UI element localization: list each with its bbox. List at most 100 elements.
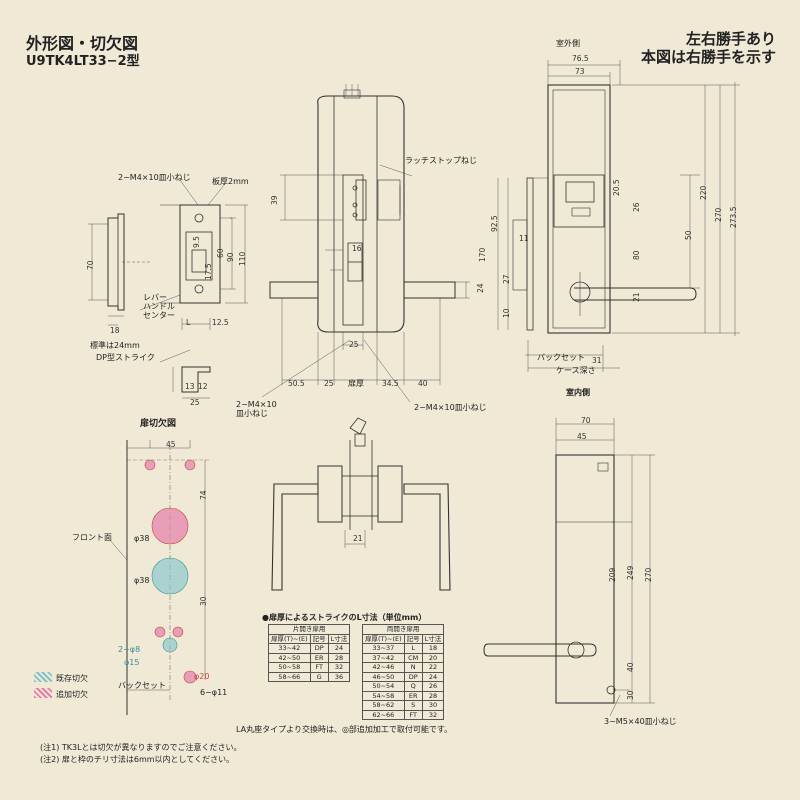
phi15-label: φ15 [124, 658, 140, 667]
table-cell: 24 [327, 643, 351, 654]
dim-110: 110 [238, 251, 247, 266]
dim-13: 13 [185, 382, 195, 391]
model-number: U9TK4LT33−2型 [26, 54, 140, 69]
dim-21: 21 [632, 292, 641, 302]
strike-front-view [120, 179, 248, 311]
dim-74: 74 [199, 490, 208, 500]
dim-25-mid: 25 [324, 379, 334, 388]
handedness-note: 左右勝手あり 本図は右勝手を示す [641, 30, 776, 66]
indoor-front-view [483, 418, 655, 717]
phi38b-label: φ38 [134, 576, 150, 585]
note-2: (注2) 扉と枠のチリ寸法は6mm以内としてください。 [40, 755, 235, 764]
table-cell: 28 [327, 652, 351, 663]
screw-bottom-left-label: 2−M4×10 皿小ねじ [236, 400, 277, 418]
door-cutout-title: 扉切欠図 [140, 419, 177, 429]
table-cell: 62~66 [362, 709, 405, 720]
dim-73: 73 [575, 67, 585, 76]
table-cell: 32 [327, 662, 351, 673]
legend-existing-swatch [34, 672, 52, 682]
outdoor-side-label: 室外側 [556, 39, 580, 48]
phi11-label: 6−φ11 [200, 688, 228, 697]
strike-table-title: ●扉厚によるストライクのL寸法（単位mm） [262, 613, 427, 622]
table-cell: 26 [421, 681, 445, 692]
dim-270-outdoor: 270 [714, 207, 723, 222]
dim-209: 209 [608, 567, 617, 582]
standard-label: 標準は24mm [90, 341, 140, 350]
table-cell: 54~58 [362, 690, 405, 701]
dp-strike-label: DP型ストライク [96, 353, 155, 362]
dim-170: 170 [478, 247, 487, 262]
dim-90: 90 [226, 252, 235, 262]
single-header-code: 記号 [309, 633, 329, 644]
handedness-line2: 本図は右勝手を示す [640, 48, 776, 66]
table-cell: 33~37 [362, 643, 405, 654]
lever-center-label: レバー ハンドル センター [143, 293, 175, 320]
strike-side-view [88, 213, 125, 326]
case-depth-label: ケース深さ [556, 366, 596, 375]
dim-31: 31 [592, 356, 602, 365]
note-1: (注1) TK3Lとは切欠が異なりますのでご注意ください。 [40, 743, 242, 752]
table-cell: 22 [421, 662, 445, 673]
phi8-label: 2−φ8 [118, 645, 141, 654]
double-header-thickness: 扉厚(T)~(E) [362, 633, 405, 644]
phi20-label: φ20 [194, 672, 210, 681]
screw-bottom-right-label: 2−M4×10皿小ねじ [414, 403, 487, 412]
dim-24-side: 24 [476, 283, 485, 293]
dim-273-5: 273.5 [729, 206, 738, 228]
table-cell: S [403, 700, 423, 711]
dim-17-5: 17.5 [204, 263, 213, 280]
dim-27: 27 [502, 274, 511, 284]
cutout-hole-e [154, 626, 166, 638]
cutout-hole-f [172, 626, 184, 638]
table-cell: 28 [421, 690, 445, 701]
table-cell: 42~46 [362, 662, 405, 673]
legend-existing-label: 既存切欠 [56, 674, 88, 683]
dim-30-cutout: 30 [199, 596, 208, 606]
dim-50-5: 50.5 [288, 379, 305, 388]
phi38a-label: φ38 [134, 534, 150, 543]
table-cell: G [309, 671, 329, 682]
cutout-hole-a [144, 459, 156, 471]
dim-50: 50 [684, 230, 693, 240]
table-cell: 58~62 [362, 700, 405, 711]
lock-top-view [271, 417, 451, 591]
cutout-hole-g [162, 637, 178, 653]
dim-249: 249 [626, 565, 635, 580]
dim-16: 16 [352, 244, 362, 253]
page-title: 外形図・切欠図 [26, 34, 139, 53]
table-cell: Q [403, 681, 423, 692]
table-cell: 58~66 [268, 671, 311, 682]
legend-additional-label: 追加切欠 [56, 690, 88, 699]
cutout-hole-d [151, 557, 189, 595]
table-cell: 30 [421, 700, 445, 711]
dim-60: 60 [216, 248, 225, 258]
single-header-l: L寸法 [327, 633, 351, 644]
dim-45-cutout: 45 [166, 440, 176, 449]
dim-70-indoor: 70 [581, 416, 591, 425]
table-cell: CM [403, 652, 423, 663]
screw-top-label: 2−M4×10皿小ねじ [118, 173, 191, 182]
table-cell: 20 [421, 652, 445, 663]
double-header-l: L寸法 [421, 633, 445, 644]
dim-220: 220 [699, 185, 708, 200]
dim-39: 39 [270, 195, 279, 205]
double-door-title: 両開き扉用 [361, 624, 445, 635]
dim-70-strike: 70 [86, 260, 95, 270]
dim-12: 12 [198, 382, 208, 391]
table-cell: 18 [421, 643, 445, 654]
door-thickness-label: 扉厚 [348, 379, 364, 388]
table-cell: 50~54 [362, 681, 405, 692]
dim-L: L [186, 318, 191, 327]
dim-21-top: 21 [353, 534, 363, 543]
